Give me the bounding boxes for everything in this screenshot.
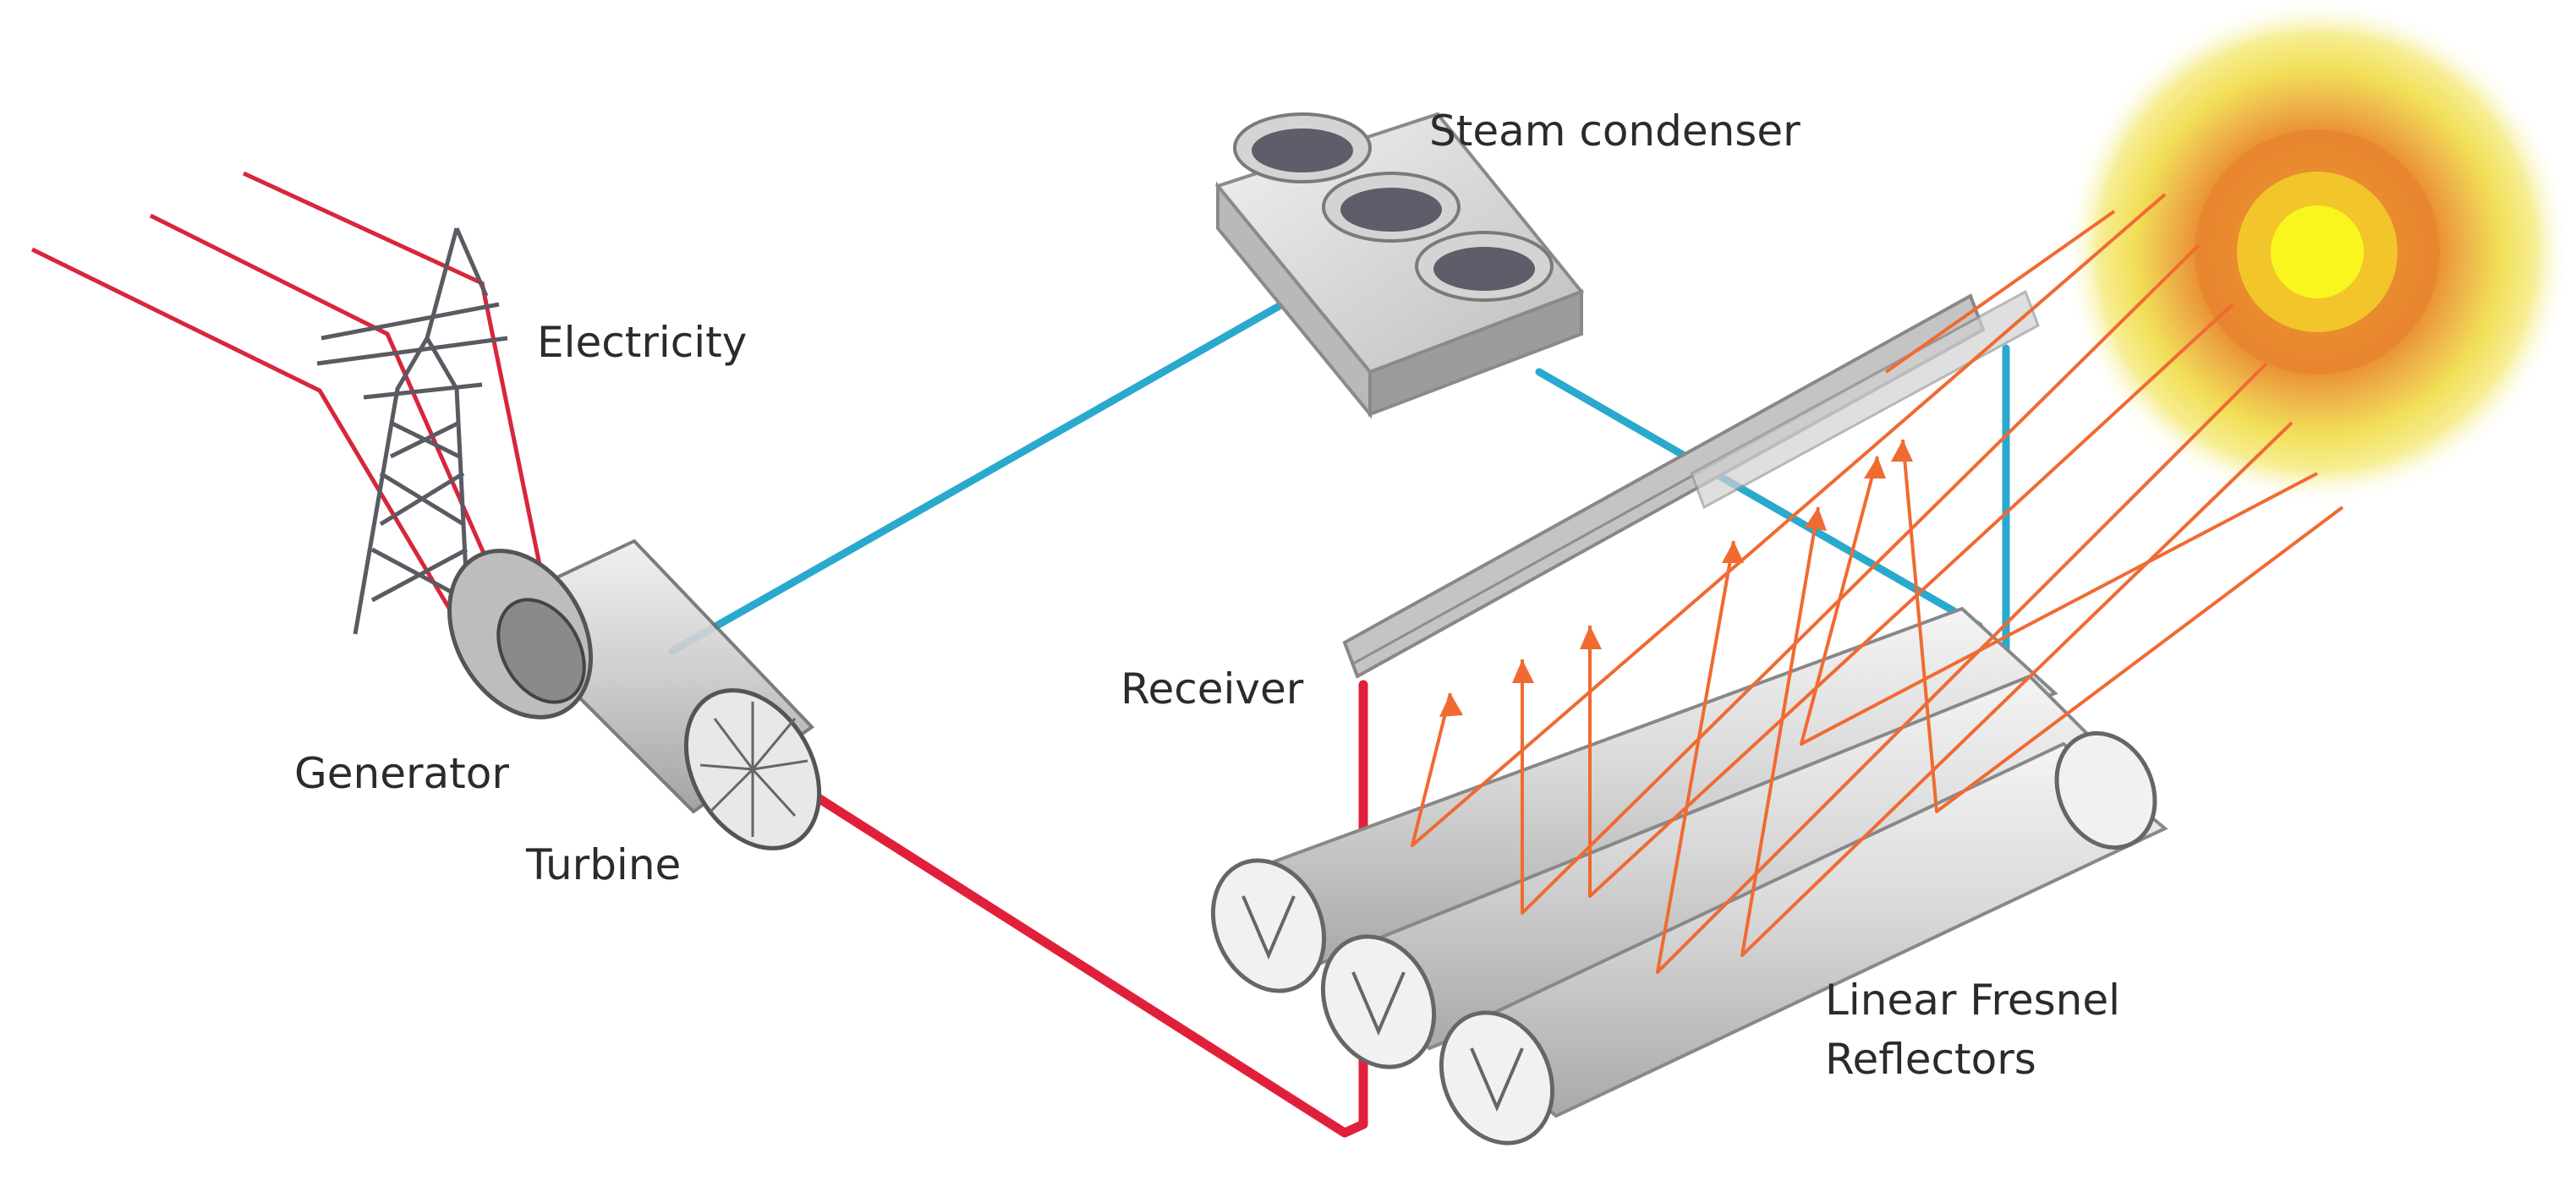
label-reflectors-line1: Linear Fresnel — [1825, 976, 2120, 1025]
label-steam-condenser: Steam condenser — [1429, 107, 1800, 156]
steam-condenser-icon — [1214, 112, 1585, 419]
label-reflectors-line2: Reflectors — [1825, 1035, 2036, 1084]
label-electricity: Electricity — [537, 318, 747, 367]
label-generator: Generator — [294, 749, 509, 798]
label-receiver: Receiver — [1121, 664, 1304, 714]
generator-turbine-icon — [447, 539, 822, 850]
fresnel-reflectors-icon — [1210, 606, 2168, 1146]
cold-pipe-turbine-condenser — [668, 279, 1324, 655]
sun — [2064, 0, 2571, 506]
ray-arrowheads — [1439, 440, 1913, 717]
receiver-tubes — [1342, 289, 2040, 679]
label-turbine: Turbine — [525, 840, 681, 889]
transmission-tower-icon — [316, 227, 508, 643]
sun-rays — [1411, 193, 2344, 974]
